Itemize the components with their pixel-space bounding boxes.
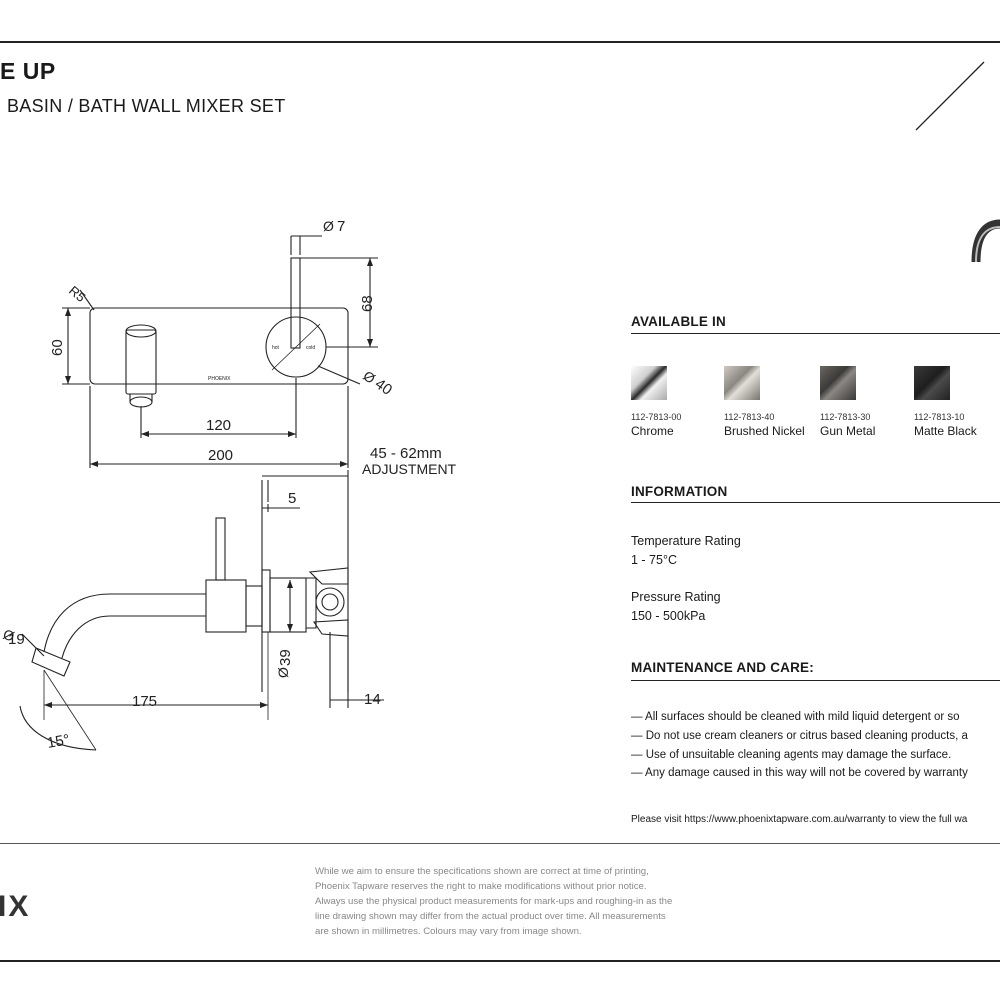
- bottom-rule: [0, 960, 1000, 962]
- care-item: — All surfaces should be cleaned with mi…: [631, 711, 960, 723]
- dim-40: 40: [372, 375, 395, 398]
- maintenance-rule: [631, 680, 1000, 681]
- footer-rule: [0, 843, 1000, 844]
- dim-adjustment: 45 - 62mm: [370, 445, 442, 462]
- svg-text:Ø: Ø: [275, 667, 291, 678]
- finish-code: 112-7813-00: [631, 412, 682, 422]
- care-item: — Use of unsuitable cleaning agents may …: [631, 749, 952, 761]
- available-rule: [631, 333, 1000, 334]
- page-subtitle: BASIN / BATH WALL MIXER SET: [7, 96, 286, 116]
- svg-text:Ø: Ø: [1, 626, 17, 645]
- finish-code: 112-7813-30: [820, 412, 871, 422]
- wall-plate: [89, 307, 349, 385]
- spout-front: [125, 329, 157, 395]
- swatch-brushed-nickel[interactable]: [724, 366, 760, 400]
- handle-lever: [290, 257, 301, 349]
- dim-r5: R5: [66, 283, 88, 305]
- care-item: — Do not use cream cleaners or citrus ba…: [631, 730, 968, 742]
- dim-7: 7: [337, 218, 345, 235]
- valve-body: [205, 579, 247, 633]
- dim-60: 60: [49, 339, 66, 356]
- dim-39: 39: [277, 649, 294, 666]
- finish-code: 112-7813-40: [724, 412, 775, 422]
- disclaimer: While we aim to ensure the specification…: [315, 864, 745, 939]
- disclaimer-line: are shown in millimetres. Colours may va…: [315, 926, 582, 937]
- page-title: E UP: [0, 58, 56, 84]
- dim-5: 5: [288, 490, 296, 507]
- corner-diagonal: [915, 61, 985, 131]
- svg-text:Ø: Ø: [323, 218, 334, 234]
- maintenance-heading: MAINTENANCE AND CARE:: [631, 660, 814, 675]
- cold-label: cold: [306, 345, 315, 351]
- care-item: — Any damage caused in this way will not…: [631, 767, 968, 779]
- disclaimer-line: While we aim to ensure the specification…: [315, 866, 649, 877]
- disclaimer-line: Always use the physical product measurem…: [315, 896, 673, 907]
- swatch-matte-black[interactable]: [914, 366, 950, 400]
- disclaimer-line: Phoenix Tapware reserves the right to ma…: [315, 881, 647, 892]
- dim-68: 68: [359, 295, 376, 312]
- finish-name: Chrome: [631, 424, 674, 438]
- hot-label: hot: [272, 345, 280, 351]
- dim-angle: 15°: [46, 731, 71, 752]
- pressure-value: 150 - 500kPa: [631, 609, 706, 623]
- plate-brand: PHOENIX: [208, 376, 231, 382]
- disclaimer-line: line drawing shown may differ from the a…: [315, 911, 666, 922]
- available-heading: AVAILABLE IN: [631, 314, 726, 329]
- swatch-gun-metal[interactable]: [820, 366, 856, 400]
- dim-200: 200: [208, 447, 233, 464]
- information-rule: [631, 502, 1000, 503]
- temperature-label: Temperature Rating: [631, 534, 741, 548]
- finish-name: Brushed Nickel: [724, 424, 805, 438]
- dim-14: 14: [364, 691, 381, 708]
- handle-side: [215, 517, 226, 581]
- swatch-chrome[interactable]: [631, 366, 667, 400]
- dim-19: 19: [8, 631, 25, 648]
- top-rule: [0, 41, 1000, 43]
- warranty-link-text[interactable]: Please visit https://www.phoenixtapware.…: [631, 814, 968, 825]
- finish-name: Matte Black: [914, 424, 977, 438]
- technical-drawing: Ø 7 R5 68 60 Ø 40 120 200 45 - 62mm ADJU…: [1, 218, 457, 752]
- temperature-value: 1 - 75°C: [631, 553, 677, 567]
- finish-name: Gun Metal: [820, 424, 876, 438]
- dim-adjustment-label: ADJUSTMENT: [362, 461, 457, 477]
- dim-120: 120: [206, 417, 231, 434]
- pressure-label: Pressure Rating: [631, 590, 721, 604]
- product-image: [971, 219, 1000, 263]
- finish-code: 112-7813-10: [914, 412, 965, 422]
- dim-175: 175: [132, 693, 157, 710]
- brand-logo: IX: [0, 890, 31, 923]
- information-heading: INFORMATION: [631, 484, 728, 499]
